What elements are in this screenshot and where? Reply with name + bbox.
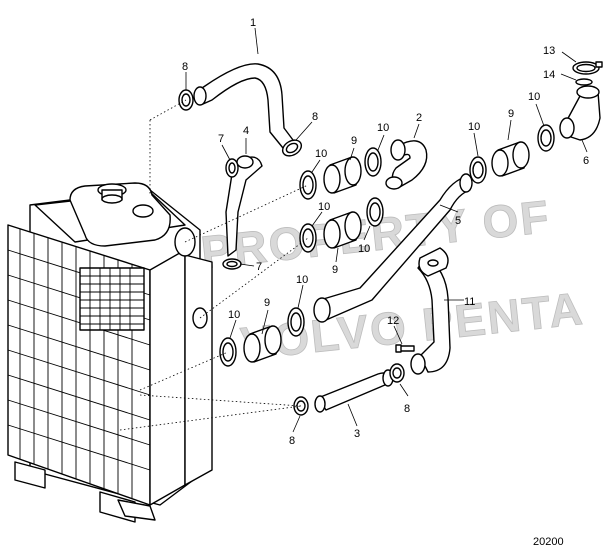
hose-4-end (236, 155, 254, 169)
leader-lines (185, 27, 588, 433)
callout-10: 10 (377, 122, 389, 134)
clamp-8-lower-right (389, 363, 405, 383)
callout-9: 9 (332, 264, 338, 276)
callout-7: 7 (218, 133, 224, 145)
callout-5: 5 (455, 215, 461, 227)
callout-8: 8 (312, 111, 318, 123)
callout-8: 8 (289, 435, 295, 447)
callout-12: 12 (387, 315, 399, 327)
callout-6: 6 (583, 155, 589, 167)
radiator-assembly (7, 182, 213, 523)
hose-3 (317, 372, 393, 411)
callout-9: 9 (264, 297, 270, 309)
radiator-core (79, 267, 145, 331)
callout-2: 2 (416, 112, 422, 124)
callout-13: 13 (543, 45, 555, 57)
callout-10: 10 (315, 148, 327, 160)
callout-3: 3 (354, 428, 360, 440)
callout-7: 7 (256, 261, 262, 273)
connector-set-middle (299, 197, 384, 253)
callout-10: 10 (318, 201, 330, 213)
callout-10: 10 (358, 243, 370, 255)
clamp-13 (572, 61, 603, 75)
callout-10: 10 (528, 91, 540, 103)
clamp-7-upper (225, 158, 239, 178)
callout-8: 8 (404, 403, 410, 415)
assembly-guide-lines (119, 99, 309, 431)
bolt-12 (395, 344, 415, 353)
callout-1: 1 (250, 17, 256, 29)
callout-14: 14 (543, 69, 555, 81)
callout-10: 10 (468, 121, 480, 133)
callout-labels: 1 8 8 7 4 10 9 10 2 10 9 10 13 14 6 5 10… (182, 17, 589, 447)
connector-set-upper-center (299, 147, 382, 200)
callout-10: 10 (228, 309, 240, 321)
clamp-8-upper-left (178, 86, 207, 111)
connector-set-lower-left (219, 307, 305, 367)
callout-4: 4 (243, 125, 249, 137)
callout-9: 9 (508, 108, 514, 120)
clamp-7-lower (222, 258, 242, 270)
connector-set-upper-right (469, 124, 555, 184)
callout-9: 9 (351, 135, 357, 147)
ring-14 (575, 78, 593, 86)
diagram-reference-number: 20200 (533, 536, 564, 548)
callout-11: 11 (464, 296, 475, 308)
clamp-8-upper-right (281, 139, 303, 157)
callout-8: 8 (182, 61, 188, 73)
callout-10: 10 (296, 274, 308, 286)
